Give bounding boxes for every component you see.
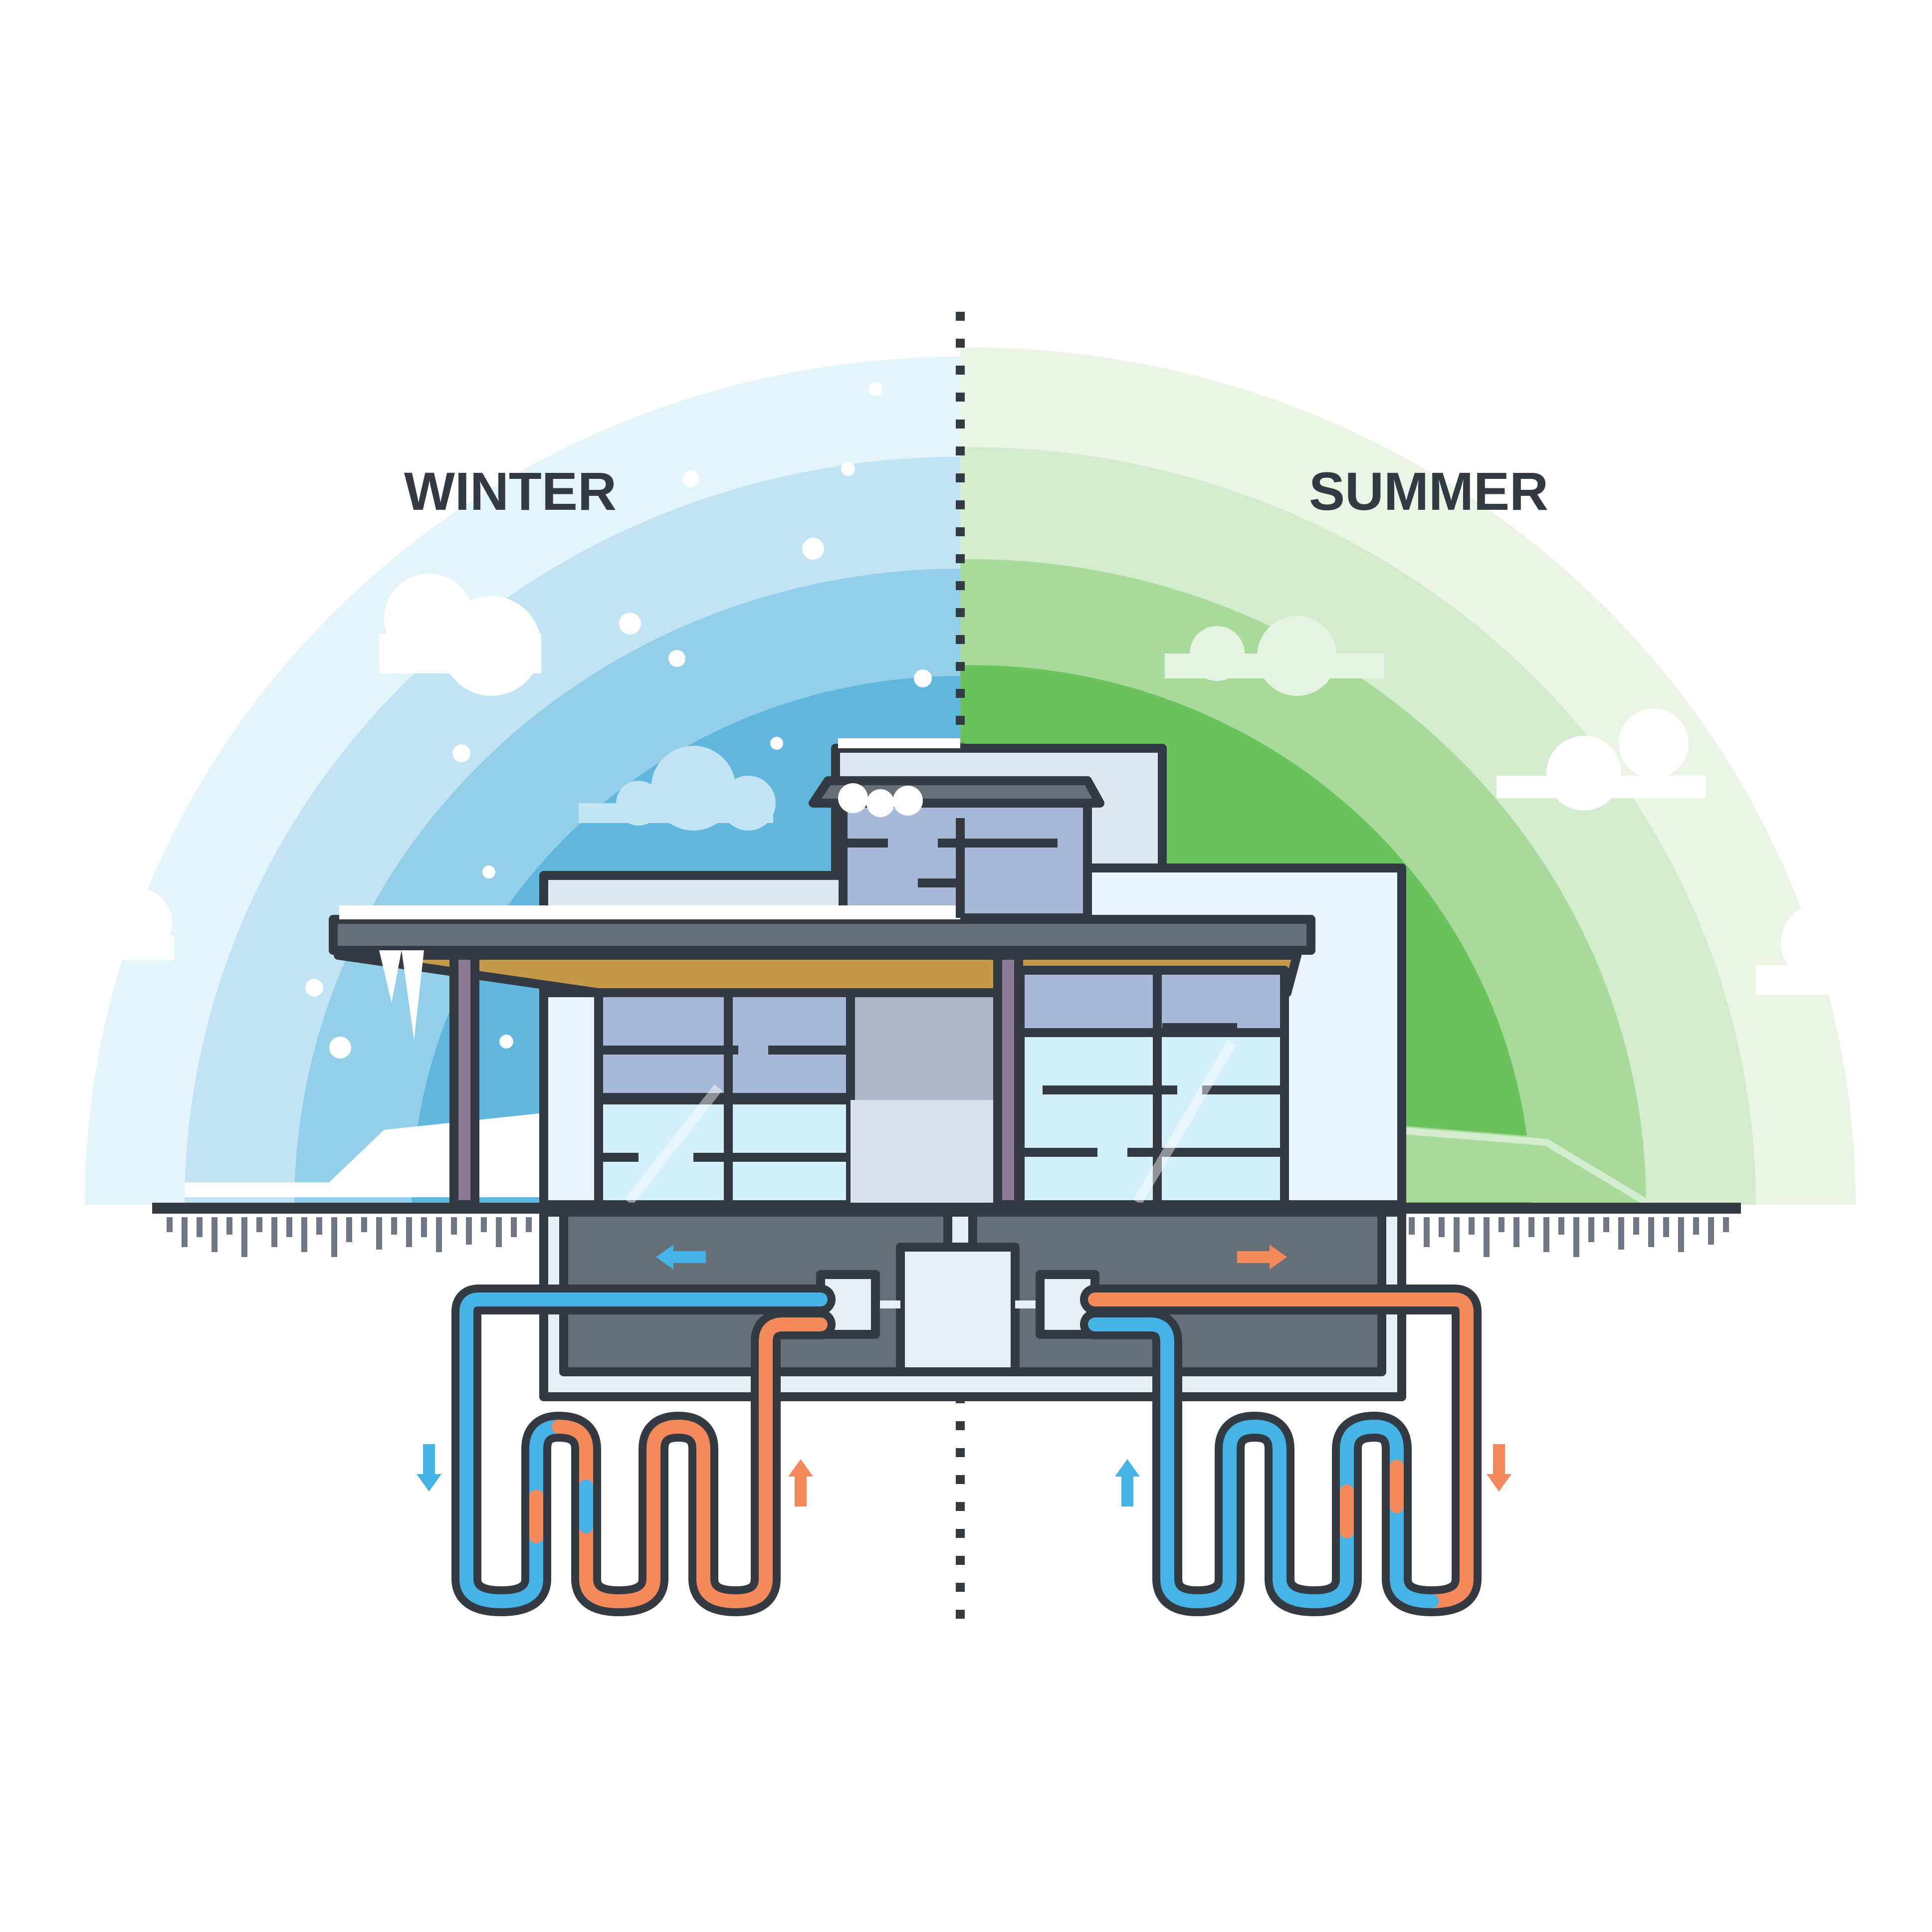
main-roof: [329, 915, 1315, 955]
snow-on-roof: [339, 905, 960, 919]
icicles: [379, 950, 424, 1040]
cloud-icon: [0, 888, 175, 968]
cloud-icon: [1756, 903, 1932, 1008]
heat-pump-pipe-stub: [943, 1208, 977, 1252]
grass-edge: [1391, 1126, 1648, 1206]
arrow-up-icon: [1115, 1459, 1140, 1506]
arrow-up-icon: [788, 1459, 813, 1506]
left-ground-loop: [451, 1285, 836, 1616]
summer-label: SUMMER: [1309, 461, 1548, 521]
center-wall-lower: [851, 1100, 1000, 1205]
grass-ground: [1392, 1125, 1646, 1202]
right-window-upper: [1016, 966, 1289, 1037]
snowflakes: [305, 382, 932, 1059]
left-wall: [539, 988, 603, 1209]
soil-hatching: [167, 1217, 1729, 1257]
right-ground-loop: [1080, 1285, 1482, 1616]
heat-pump-unit: [896, 1243, 1020, 1376]
upper-window: [839, 799, 1092, 922]
arrow-down-icon: [1487, 1444, 1511, 1492]
arrow-down-icon: [417, 1444, 441, 1492]
house: [329, 738, 1406, 1209]
porch-column: [449, 951, 479, 1209]
porch-column: [993, 951, 1023, 1209]
arrow-left-icon: [656, 1245, 706, 1270]
arrow-right-icon: [1237, 1245, 1287, 1270]
snow-cap: [838, 783, 923, 817]
cloud-icon: [379, 574, 541, 696]
cloud-icon: [1165, 616, 1384, 696]
cloud-icon: [1497, 708, 1706, 811]
cloud-icon: [579, 746, 776, 831]
winter-label: WINTER: [404, 461, 617, 521]
glass-reflections: [625, 1040, 1237, 1206]
window-frames: [599, 818, 1285, 1205]
snow-on-upper-roof: [838, 738, 960, 748]
